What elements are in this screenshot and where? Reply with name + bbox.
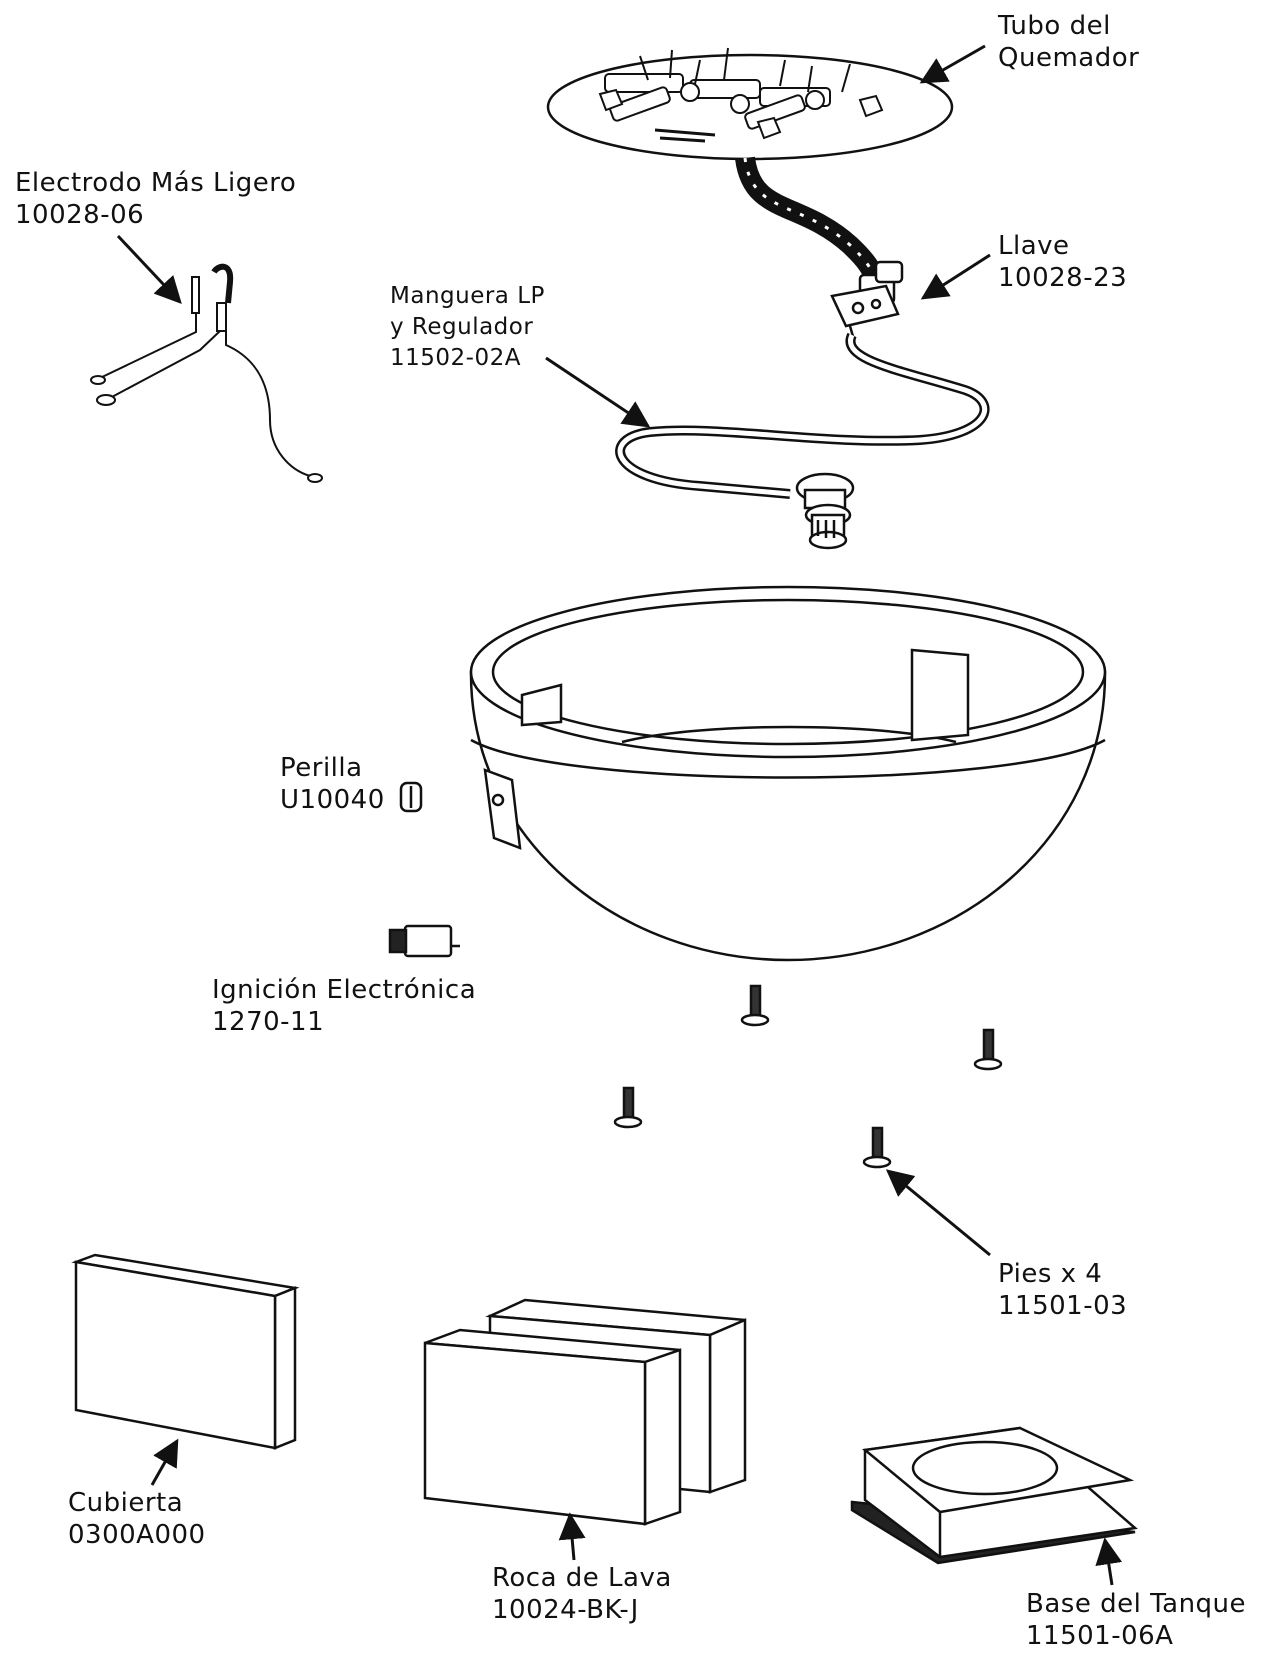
- label-knob-code: U10040: [280, 785, 385, 815]
- label-electrode: Electrodo Más Ligero 10028-06: [15, 167, 296, 231]
- label-electrode-code: 10028-06: [15, 200, 145, 230]
- arrow-hose: [545, 356, 651, 428]
- arrow-feet: [885, 1169, 991, 1257]
- arrow-lava: [558, 1512, 586, 1561]
- label-feet: Pies x 4 11501-03: [998, 1258, 1127, 1322]
- label-igniter-name: Ignición Electrónica: [212, 975, 477, 1005]
- arrow-burner: [919, 44, 986, 84]
- leader-arrows: [116, 44, 1123, 1586]
- label-hose-name: Manguera LP: [390, 283, 545, 309]
- label-igniter: Ignición Electrónica 1270-11: [212, 974, 476, 1038]
- label-burner-name2: Quemador: [998, 43, 1140, 73]
- foot-4: [862, 1126, 892, 1169]
- label-tank-name: Base del Tanque: [1026, 1589, 1247, 1619]
- label-burner-name: Tubo del: [998, 11, 1111, 41]
- label-hose: Manguera LP y Regulador 11502-02A: [390, 281, 545, 374]
- foot-3: [613, 1086, 643, 1129]
- electrode-drawing: [90, 263, 323, 483]
- igniter-drawing: [388, 924, 460, 958]
- foot-2: [973, 1028, 1003, 1071]
- valve-drawing: [830, 260, 904, 341]
- label-lava-name: Roca de Lava: [492, 1563, 672, 1593]
- label-lava: Roca de Lava 10024-BK-J: [492, 1562, 672, 1626]
- label-feet-code: 11501-03: [998, 1291, 1128, 1321]
- arrow-cover: [150, 1438, 179, 1486]
- label-knob-name: Perilla: [280, 753, 363, 783]
- label-hose-name2: y Regulador: [390, 314, 534, 340]
- label-cover-name: Cubierta: [68, 1488, 184, 1518]
- label-valve-name: Llave: [998, 231, 1070, 261]
- fire-bowl-drawing: [469, 585, 1107, 962]
- arrow-electrode: [116, 234, 182, 304]
- foot-1: [740, 984, 770, 1027]
- feet-drawing: [613, 984, 1003, 1169]
- lp-hose-regulator-drawing: [615, 332, 990, 550]
- arrow-tank: [1095, 1537, 1123, 1586]
- label-valve-code: 10028-23: [998, 263, 1128, 293]
- label-hose-code: 11502-02A: [390, 345, 521, 371]
- cover-drawing: [71, 1253, 300, 1450]
- label-valve: Llave 10028-23: [998, 230, 1127, 294]
- lava-rock-drawing: [423, 1298, 747, 1526]
- label-burner: Tubo del Quemador: [998, 10, 1139, 74]
- tank-base-drawing: [850, 1426, 1138, 1565]
- label-cover-code: 0300A000: [68, 1520, 206, 1550]
- label-electrode-name: Electrodo Más Ligero: [15, 168, 297, 198]
- label-cover: Cubierta 0300A000: [68, 1487, 206, 1551]
- burner-assembly-drawing: [546, 47, 954, 284]
- label-tank-code: 11501-06A: [1026, 1621, 1174, 1651]
- arrow-valve: [920, 253, 991, 300]
- label-feet-name: Pies x 4: [998, 1259, 1103, 1289]
- label-tank: Base del Tanque 11501-06A: [1026, 1588, 1246, 1652]
- label-lava-code: 10024-BK-J: [492, 1595, 639, 1625]
- label-igniter-code: 1270-11: [212, 1007, 325, 1037]
- label-knob: Perilla U10040: [280, 752, 385, 816]
- knob-drawing: [399, 781, 423, 813]
